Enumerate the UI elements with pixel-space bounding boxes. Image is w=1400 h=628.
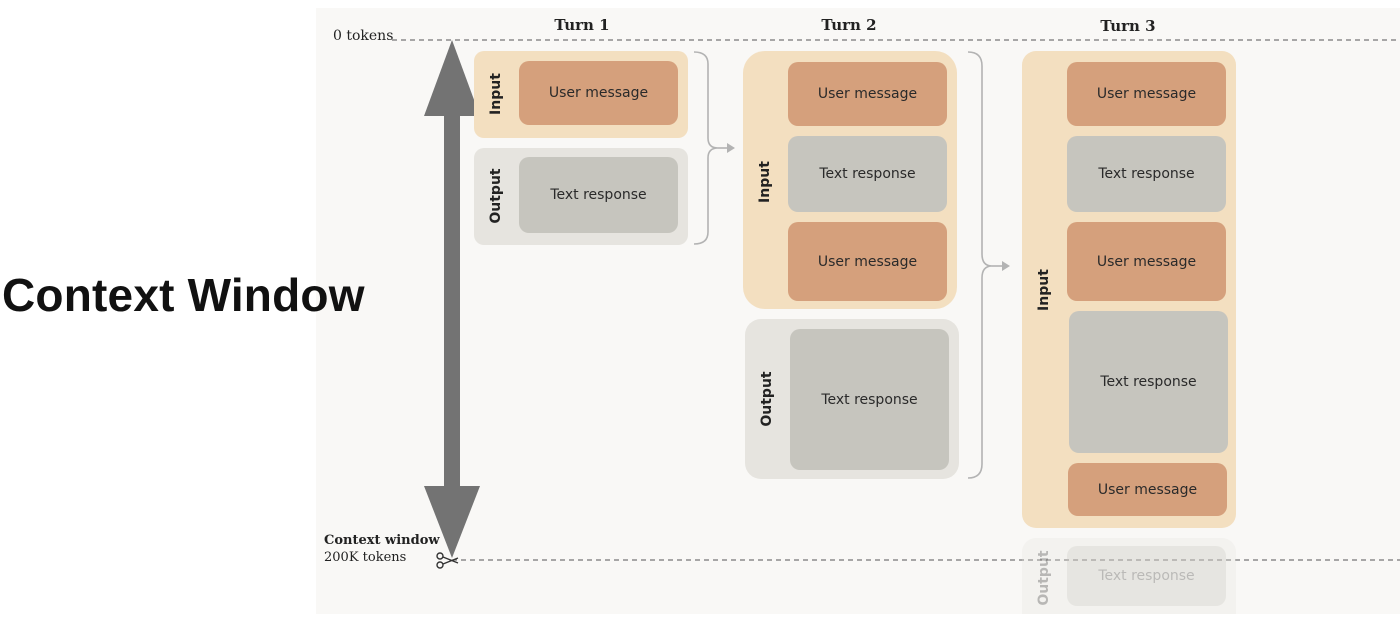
context-window-label: Context window [324, 533, 440, 548]
turn3-user-message-3: User message [1068, 463, 1227, 516]
turn3-text-response-2: Text response [1069, 311, 1228, 453]
scissors-icon [436, 552, 459, 569]
context-arrow-down-head [424, 486, 480, 558]
turn-1-label: Turn 1 [554, 16, 610, 34]
turn2-input-label: Input [757, 161, 773, 203]
turn1-bracket-arrowhead [727, 143, 735, 153]
turn2-text-response-1: Text response [788, 136, 947, 212]
turn2-user-message-1: User message [788, 62, 947, 126]
turn3-text-response-overflow: Text response [1067, 546, 1226, 606]
turn3-user-message-1: User message [1067, 62, 1226, 126]
turn2-user-message-2: User message [788, 222, 947, 301]
turn1-input-label: Input [488, 73, 504, 115]
turn-2-label: Turn 2 [821, 16, 877, 34]
zero-tokens-label: 0 tokens [333, 28, 394, 44]
turn3-user-message-2: User message [1067, 222, 1226, 301]
turn3-output-label: Output [1036, 550, 1052, 606]
diagram-lines [392, 39, 1400, 569]
turn2-output-label: Output [759, 371, 775, 427]
context-arrow-up-head [424, 40, 480, 116]
turn2-text-response-2: Text response [790, 329, 949, 470]
context-arrow-shaft [444, 108, 460, 492]
context-window-tokens-label: 200K tokens [324, 550, 407, 565]
turn3-input-label: Input [1036, 269, 1052, 311]
turn2-bracket [967, 51, 993, 479]
turn1-text-response: Text response [519, 157, 678, 233]
turn1-bracket [693, 51, 719, 245]
turn3-text-response-1: Text response [1067, 136, 1226, 212]
turn3-output-group-overflow [1022, 538, 1236, 614]
turn-3-label: Turn 3 [1100, 17, 1156, 35]
turn1-user-message: User message [519, 61, 678, 125]
turn1-output-label: Output [488, 168, 504, 224]
turn2-bracket-arrowhead [1002, 261, 1010, 271]
context-window-heading: Context Window [2, 269, 365, 321]
